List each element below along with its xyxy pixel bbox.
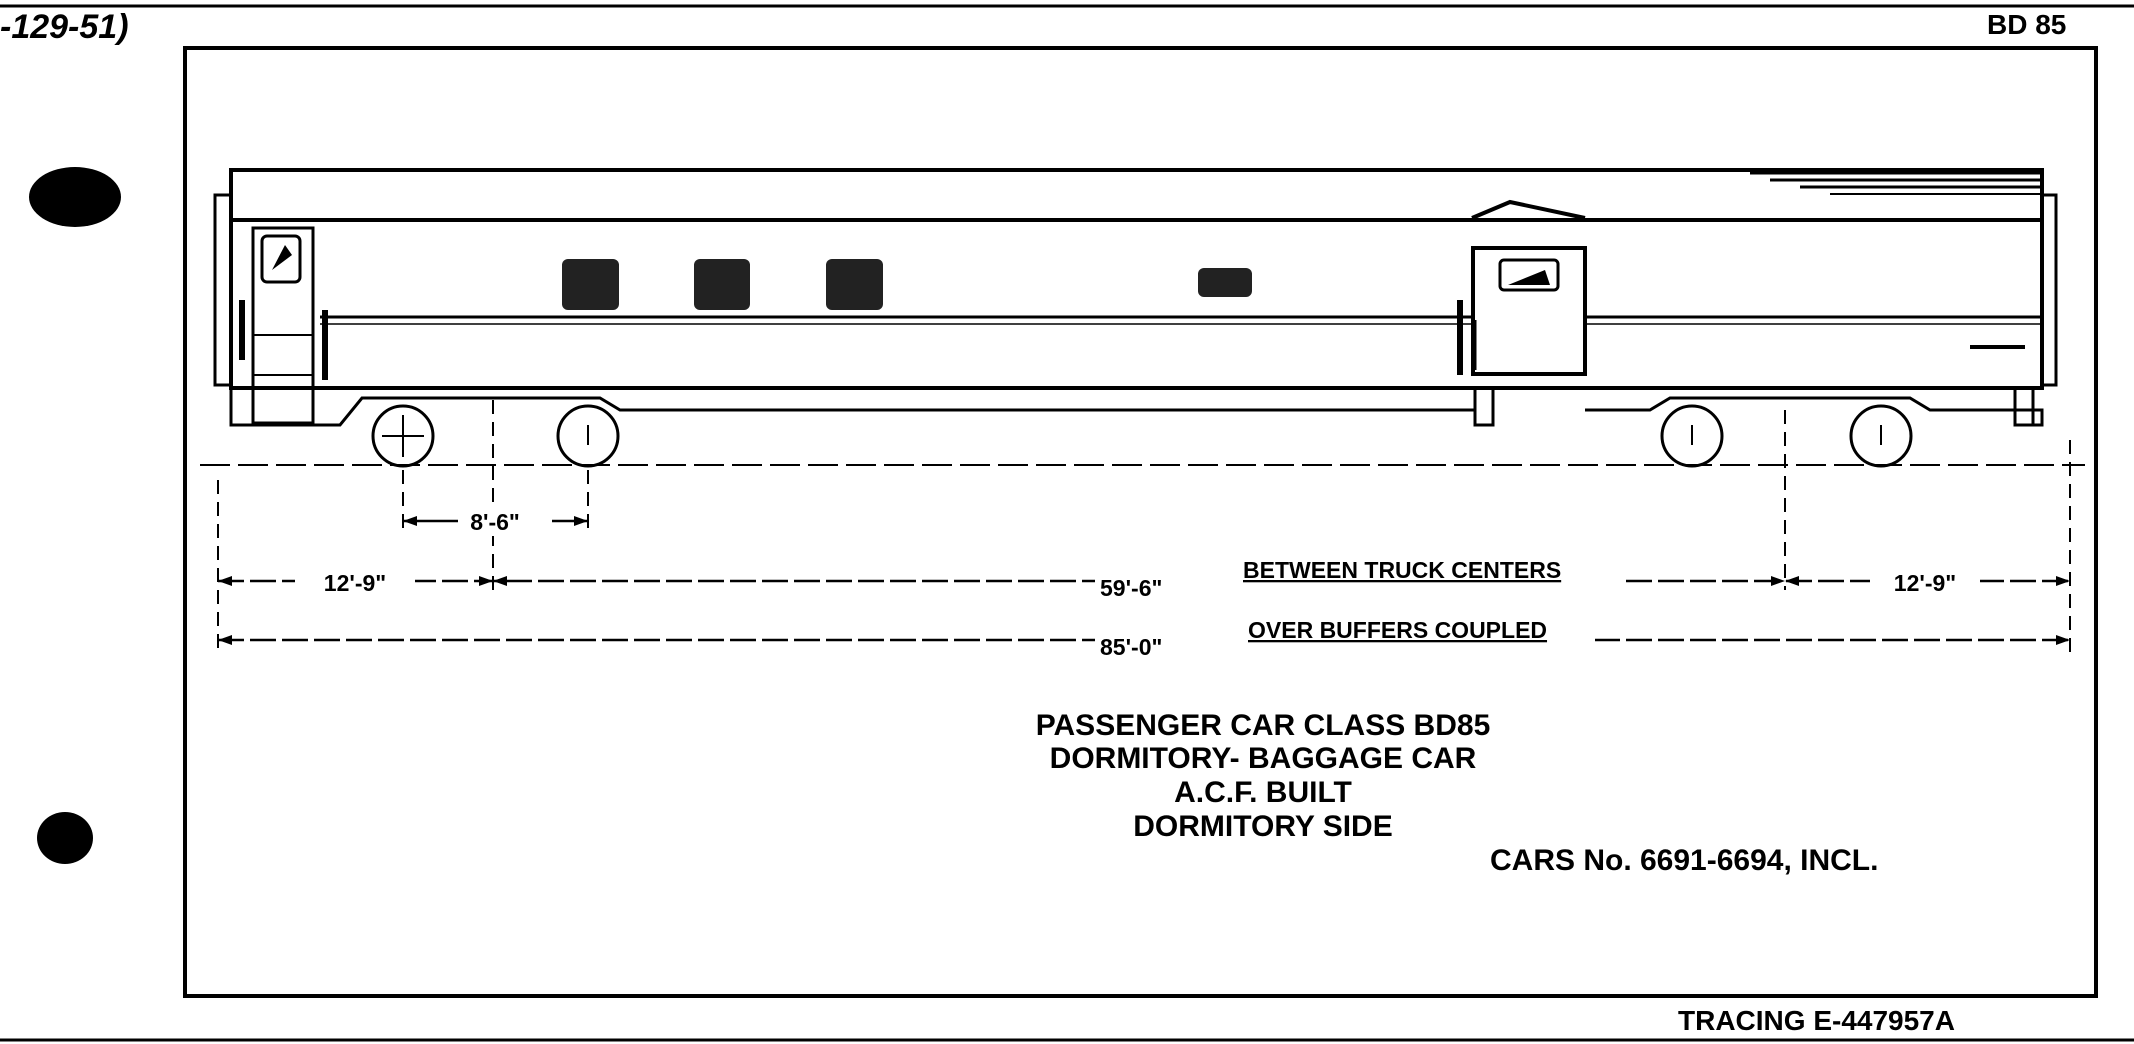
car-body (213, 168, 2058, 427)
tracing-number: TRACING E-447957A (1678, 1005, 1955, 1036)
drawing-frame (183, 46, 2098, 998)
title-line-3: A.C.F. BUILT (1174, 776, 1352, 809)
dim-overhang-right: 12'-9" (1894, 570, 1956, 596)
dim-truck-centers: 59'-6" (1100, 575, 1162, 601)
punch-hole (37, 812, 93, 864)
dim-overall-label: OVER BUFFERS COUPLED (1248, 617, 1547, 643)
title-line-1: PASSENGER CAR CLASS BD85 (1036, 709, 1491, 742)
dim-wheelbase: 8'-6" (470, 509, 520, 535)
corner-note: -129-51) (0, 8, 129, 46)
class-label: BD 85 (1987, 9, 2066, 40)
title-line-4: DORMITORY SIDE (1133, 810, 1392, 843)
cars-numbers: CARS No. 6691-6694, INCL. (1490, 844, 1878, 877)
extension-lines (217, 400, 2071, 655)
dim-overhang-left: 12'-9" (324, 570, 386, 596)
punch-hole (29, 167, 121, 227)
window (562, 259, 1252, 310)
dim-overall: 85'-0" (1100, 634, 1162, 660)
wheel (371, 404, 1913, 468)
dim-truck-centers-label: BETWEEN TRUCK CENTERS (1243, 557, 1561, 583)
title-line-2: DORMITORY- BAGGAGE CAR (1050, 742, 1477, 775)
